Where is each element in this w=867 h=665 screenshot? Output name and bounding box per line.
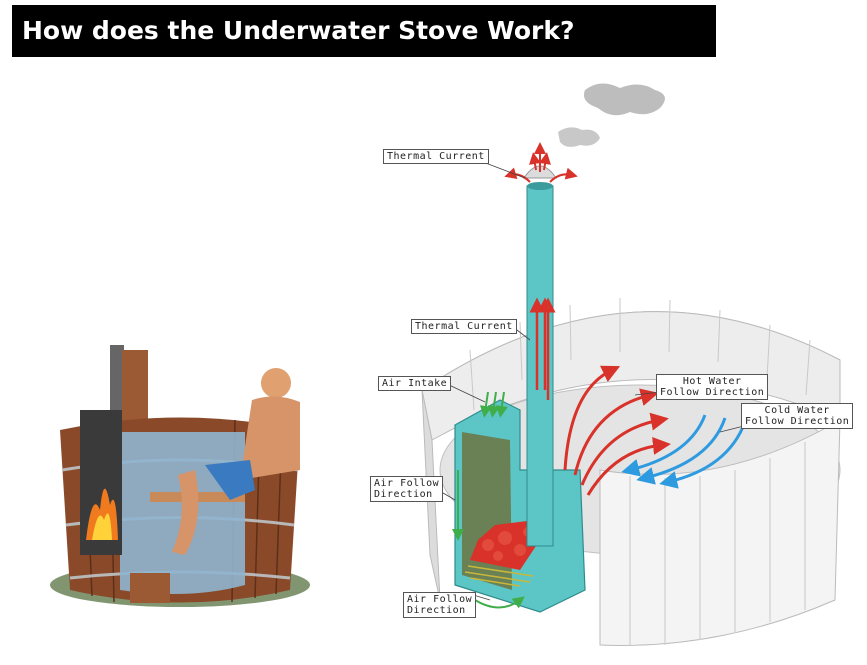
hot-water-arrow [580,412,669,486]
hot-water-arrow [586,437,671,496]
air-follow-arrow [474,596,525,609]
label-thermal-current-top: Thermal Current [383,149,489,164]
label-hot-water: Hot Water Follow Direction [656,374,769,400]
cold-water-arrow [659,421,747,489]
label-air-intake: Air Intake [378,376,452,391]
thermal-arrow [529,152,541,171]
cold-water-arrow [621,414,707,477]
thermal-arrow [549,167,578,183]
air-intake-arrow [479,391,492,418]
label-cold-water: Cold Water Follow Direction [741,403,854,429]
thermal-arrow [504,167,531,183]
smoke-cloud [558,127,600,147]
label-air-follow-left: Air Follow Direction [370,476,444,502]
air-intake-arrow [487,391,500,418]
hot-water-arrow [563,365,621,471]
label-thermal-current-mid: Thermal Current [411,319,517,334]
smoke-cloud [583,83,665,116]
cold-water-arrow [636,417,727,485]
air-intake-arrow [495,391,508,418]
thermal-arrow [539,152,551,171]
page-title: How does the Underwater Stove Work? [12,5,716,57]
label-air-follow-bottom: Air Follow Direction [403,592,477,618]
hot-water-arrow [573,388,659,476]
